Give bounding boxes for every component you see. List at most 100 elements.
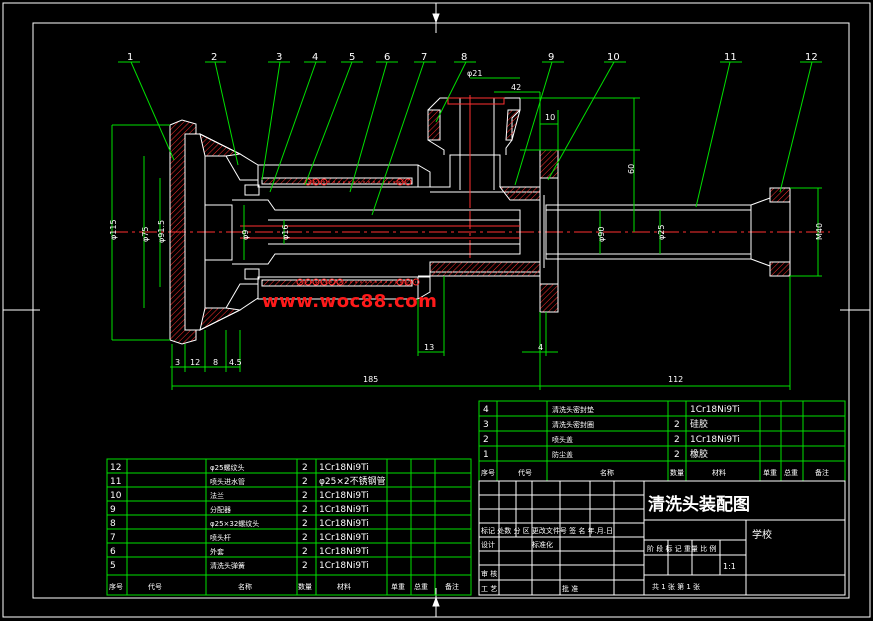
lower-row-name: 分配器 xyxy=(210,505,231,514)
lower-row-name: 喷头进水管 xyxy=(210,477,245,486)
upper-header-cell: 备注 xyxy=(815,468,829,477)
lower-row-no: 7 xyxy=(110,533,116,543)
lower-header-cell: 总重 xyxy=(414,582,428,591)
upper-header-cell: 总重 xyxy=(784,468,798,477)
lower-row-material: 1Cr18Ni9Ti xyxy=(319,561,369,571)
balloon-7: 7 xyxy=(421,52,427,63)
part-5-springs xyxy=(296,178,420,286)
review-label: 审 核 xyxy=(481,569,497,578)
lower-row-qty: 2 xyxy=(302,533,308,543)
upper-row-name: 清洗头密封垫 xyxy=(552,405,594,414)
lower-row-no: 11 xyxy=(110,477,121,487)
balloon-10: 10 xyxy=(607,52,620,63)
upper-row-material: 1Cr18Ni9Ti xyxy=(690,405,740,415)
lower-row-material: 1Cr18Ni9Ti xyxy=(319,547,369,557)
lower-header-cell: 单重 xyxy=(391,582,405,591)
part-7-nozzle-rod xyxy=(232,184,521,280)
part-10-flange xyxy=(539,149,559,313)
title-block xyxy=(478,480,846,596)
upper-header-cell: 数量 xyxy=(670,468,684,477)
lower-header-cell: 代号 xyxy=(148,582,162,591)
upper-row-no: 3 xyxy=(483,420,489,430)
scale-value: 1:1 xyxy=(723,562,736,571)
school-name: 学校 xyxy=(752,528,772,541)
balloon-11: 11 xyxy=(724,52,737,63)
lower-row-no: 10 xyxy=(110,491,122,501)
lower-row-name: 法兰 xyxy=(210,491,224,500)
lower-parts-text: 12 φ25螺纹头 2 1Cr18Ni9Ti 11 喷头进水管 2 φ25×2不锈钢管 10 法兰… xyxy=(109,463,459,591)
dim-phi21: φ21 xyxy=(467,69,482,78)
upper-header-cell: 单重 xyxy=(763,468,777,477)
balloon-12: 12 xyxy=(805,52,818,63)
approve-label: 批 准 xyxy=(562,584,578,593)
upper-row-name: 清洗头密封圈 xyxy=(552,420,594,429)
lower-row-material: 1Cr18Ni9Ti xyxy=(319,533,369,543)
lower-header-cell: 名称 xyxy=(238,582,252,591)
revision-row-labels: 标记 处数 分 区 更改文件号 签 名 年.月.日 xyxy=(481,526,613,535)
lower-row-no: 5 xyxy=(110,561,116,571)
leader-lines xyxy=(118,61,822,216)
balloon-3: 3 xyxy=(276,52,282,63)
dim-3: 3 xyxy=(175,358,180,367)
dim-phi90: φ90 xyxy=(597,227,606,242)
part-12-threaded-head xyxy=(750,187,791,277)
stage-labels: 阶 段 标 记 重量 比 例 xyxy=(647,544,716,553)
dim-60: 60 xyxy=(627,164,636,174)
lower-row-qty: 2 xyxy=(302,463,308,473)
lower-row-name: φ25螺纹头 xyxy=(210,463,245,472)
upper-row-name: 喷头盖 xyxy=(552,435,573,444)
dim-phi25: φ25 xyxy=(657,225,666,240)
lower-row-material: 1Cr18Ni9Ti xyxy=(319,505,369,515)
upper-row-material: 硅胶 xyxy=(690,418,708,430)
balloon-2: 2 xyxy=(211,52,217,63)
dim-4: 4 xyxy=(538,343,543,352)
lower-row-material: φ25×2不锈钢管 xyxy=(319,475,386,487)
upper-row-no: 1 xyxy=(483,450,489,460)
dimension-lines xyxy=(111,77,822,390)
lower-header-cell: 序号 xyxy=(109,582,123,591)
upper-header-cell: 名称 xyxy=(600,468,614,477)
lower-row-qty: 2 xyxy=(302,561,308,571)
lower-row-name: 外套 xyxy=(210,547,224,556)
dim-phi9: φ9 xyxy=(241,230,250,240)
balloon-5: 5 xyxy=(349,52,355,63)
dim-42: 42 xyxy=(511,83,521,92)
dimension-texts: φ21 42 10 60 φ115 φ75 φ91.5 φ9 φ16 φ90 φ… xyxy=(109,69,824,384)
title-block-text: 清洗头装配图 学校 标记 处数 分 区 更改文件号 签 名 年.月.日 设计 标… xyxy=(481,494,772,593)
upper-row-name: 防尘盖 xyxy=(552,450,573,459)
lower-row-qty: 2 xyxy=(302,519,308,529)
dim-10: 10 xyxy=(545,113,555,122)
balloon-labels: 1 2 3 4 5 6 7 8 9 10 11 12 xyxy=(127,52,818,63)
dim-phi115: φ115 xyxy=(109,219,118,240)
lower-row-material: 1Cr18Ni9Ti xyxy=(319,491,369,501)
upper-row-material: 1Cr18Ni9Ti xyxy=(690,435,740,445)
dim-phi91-5: φ91.5 xyxy=(157,220,166,243)
balloon-8: 8 xyxy=(461,52,467,63)
drawing-title: 清洗头装配图 xyxy=(648,494,750,515)
dim-phi75: φ75 xyxy=(141,227,150,242)
lower-parts-list xyxy=(106,458,472,596)
part-9-distributor xyxy=(418,154,541,277)
dim-4-5: 4.5 xyxy=(229,358,242,367)
design-label: 设计 xyxy=(481,540,495,549)
upper-row-no: 2 xyxy=(483,435,489,445)
standard-label: 标准化 xyxy=(532,540,553,549)
upper-row-no: 4 xyxy=(483,405,489,415)
dim-phi16: φ16 xyxy=(281,225,290,240)
lower-row-qty: 2 xyxy=(302,505,308,515)
upper-header-cell: 序号 xyxy=(481,468,495,477)
lower-row-material: 1Cr18Ni9Ti xyxy=(319,463,369,473)
balloon-6: 6 xyxy=(384,52,390,63)
part-11-inlet-pipe xyxy=(545,204,752,260)
lower-row-name: 清洗头弹簧 xyxy=(210,561,245,570)
lower-header-cell: 备注 xyxy=(445,582,459,591)
upper-header-cell: 代号 xyxy=(518,468,532,477)
dim-185: 185 xyxy=(363,375,378,384)
lower-row-name: 喷头杆 xyxy=(210,533,231,542)
sheet-count: 共 1 张 第 1 张 xyxy=(652,582,700,591)
upper-header-cell: 材料 xyxy=(712,468,726,477)
lower-row-no: 12 xyxy=(110,463,121,473)
